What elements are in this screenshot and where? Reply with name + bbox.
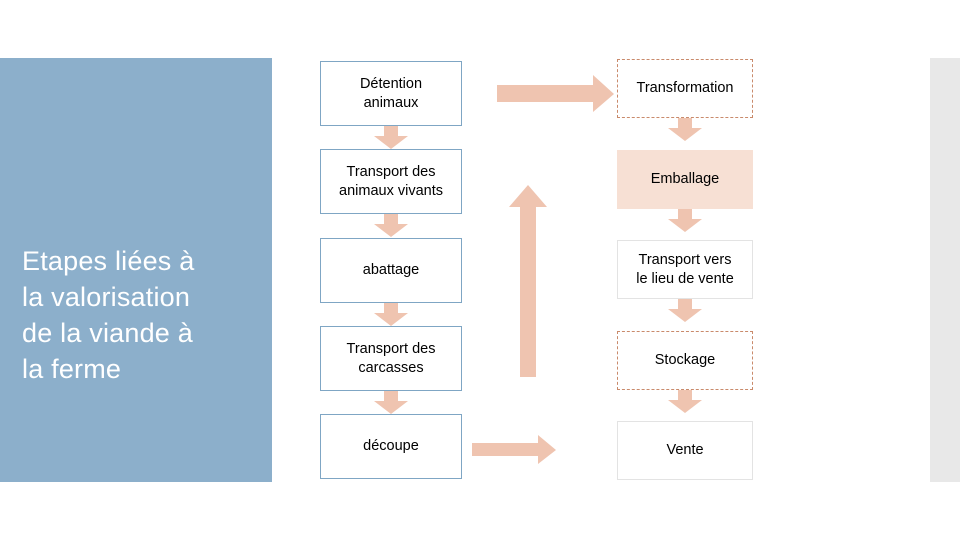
flow-box-label: Transport des carcasses [346,340,436,376]
arrow-down-detention-to-transport [373,126,409,150]
arrow-down-transformation-to-emballage [667,118,703,142]
flow-box-decoupe[interactable]: découpe [320,414,462,479]
flow-box-label: découpe [363,438,419,454]
arrow-down-transport-vente-to-stockage [667,299,703,323]
arrow-right-decoupe-to-vente [472,435,557,465]
flow-box-label: Stockage [654,352,716,368]
arrow-down-abattage-to-transport-carcasses [373,303,409,327]
flow-box-label: Transport des animaux vivants [339,163,443,199]
arrow-down-transport-to-abattage [373,214,409,238]
page-title: Etapes liées à la valorisation de la via… [22,246,195,384]
flow-box-label: Détention animaux [359,75,423,111]
arrow-down-emballage-to-transport-vente [667,209,703,233]
flow-box-emballage[interactable]: Emballage [617,150,753,209]
flow-box-label: Emballage [650,171,720,187]
right-edge-strip [930,58,960,482]
arrow-down-stockage-to-vente [667,390,703,414]
flow-box-stockage[interactable]: Stockage [617,331,753,390]
flow-box-transport-lieu-de-vente[interactable]: Transport vers le lieu de vente [617,240,753,299]
flow-box-transport-carcasses[interactable]: Transport des carcasses [320,326,462,391]
arrow-down-transport-carcasses-to-decoupe [373,391,409,415]
flow-box-abattage[interactable]: abattage [320,238,462,303]
flow-box-label: Transformation [636,80,734,96]
flow-box-label: abattage [362,262,420,278]
arrow-up-decoupe-to-transformation [508,185,548,378]
flow-box-label: Vente [666,442,704,458]
flow-box-label: Transport vers le lieu de vente [636,251,734,287]
left-blue-panel: Etapes liées à la valorisation de la via… [0,58,272,482]
arrow-right-detention-to-transformation [497,75,615,113]
flow-box-transformation[interactable]: Transformation [617,59,753,118]
flow-box-vente[interactable]: Vente [617,421,753,480]
flow-box-detention-animaux[interactable]: Détention animaux [320,61,462,126]
flow-box-transport-animaux-vivants[interactable]: Transport des animaux vivants [320,149,462,214]
